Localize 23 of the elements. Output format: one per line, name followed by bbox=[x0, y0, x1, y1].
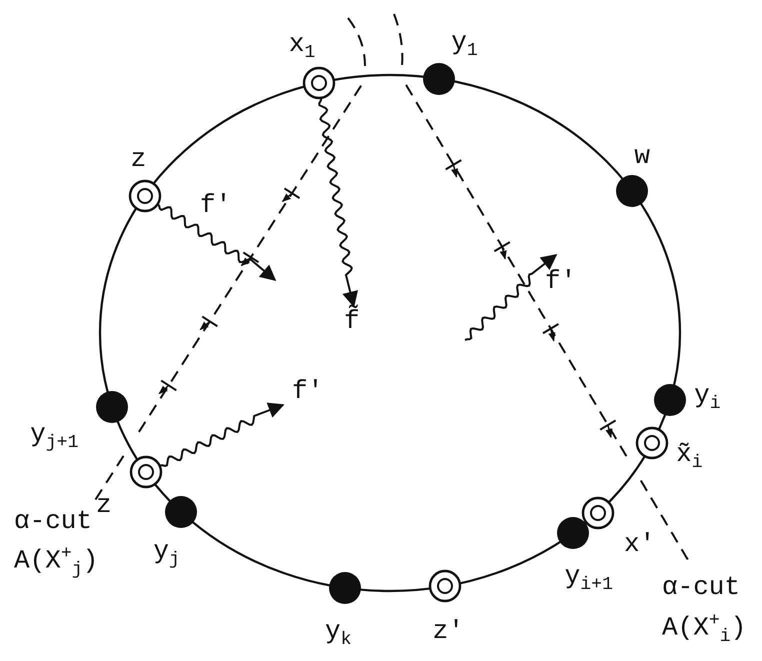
cut-label: A(X$^{+}$$_{j}$) bbox=[14, 545, 98, 580]
point-label: z' bbox=[432, 618, 464, 644]
point-label: z bbox=[96, 492, 112, 518]
point-label: y$_{k}$ bbox=[325, 618, 352, 650]
point-label: y$_{i+1}$ bbox=[564, 563, 613, 595]
wavy-arrow bbox=[318, 98, 358, 308]
cut-label: A(X$^{+}$$_{i}$) bbox=[662, 612, 746, 646]
point-label: z bbox=[130, 146, 146, 172]
point-label: x' bbox=[624, 530, 656, 557]
cut-label: α-cut bbox=[14, 508, 92, 534]
point-label: w bbox=[634, 143, 650, 170]
cut-label: α-cut bbox=[662, 574, 740, 600]
point-label: y$_{1}$ bbox=[451, 28, 478, 60]
function-label: f' bbox=[545, 268, 576, 294]
wavy-arrow bbox=[157, 204, 276, 282]
point-label: y$_{i}$ bbox=[694, 382, 721, 413]
point-label: y$_{j+1}$ bbox=[30, 420, 78, 452]
wavy-arrow bbox=[160, 402, 284, 468]
edge-label: f' bbox=[292, 378, 324, 404]
point-label: x̃$_{i}$ bbox=[676, 441, 703, 473]
point-label: y$_{j}$ bbox=[153, 538, 180, 570]
edge-label: f' bbox=[200, 192, 232, 218]
point-label: x$_{1}$ bbox=[288, 30, 316, 62]
